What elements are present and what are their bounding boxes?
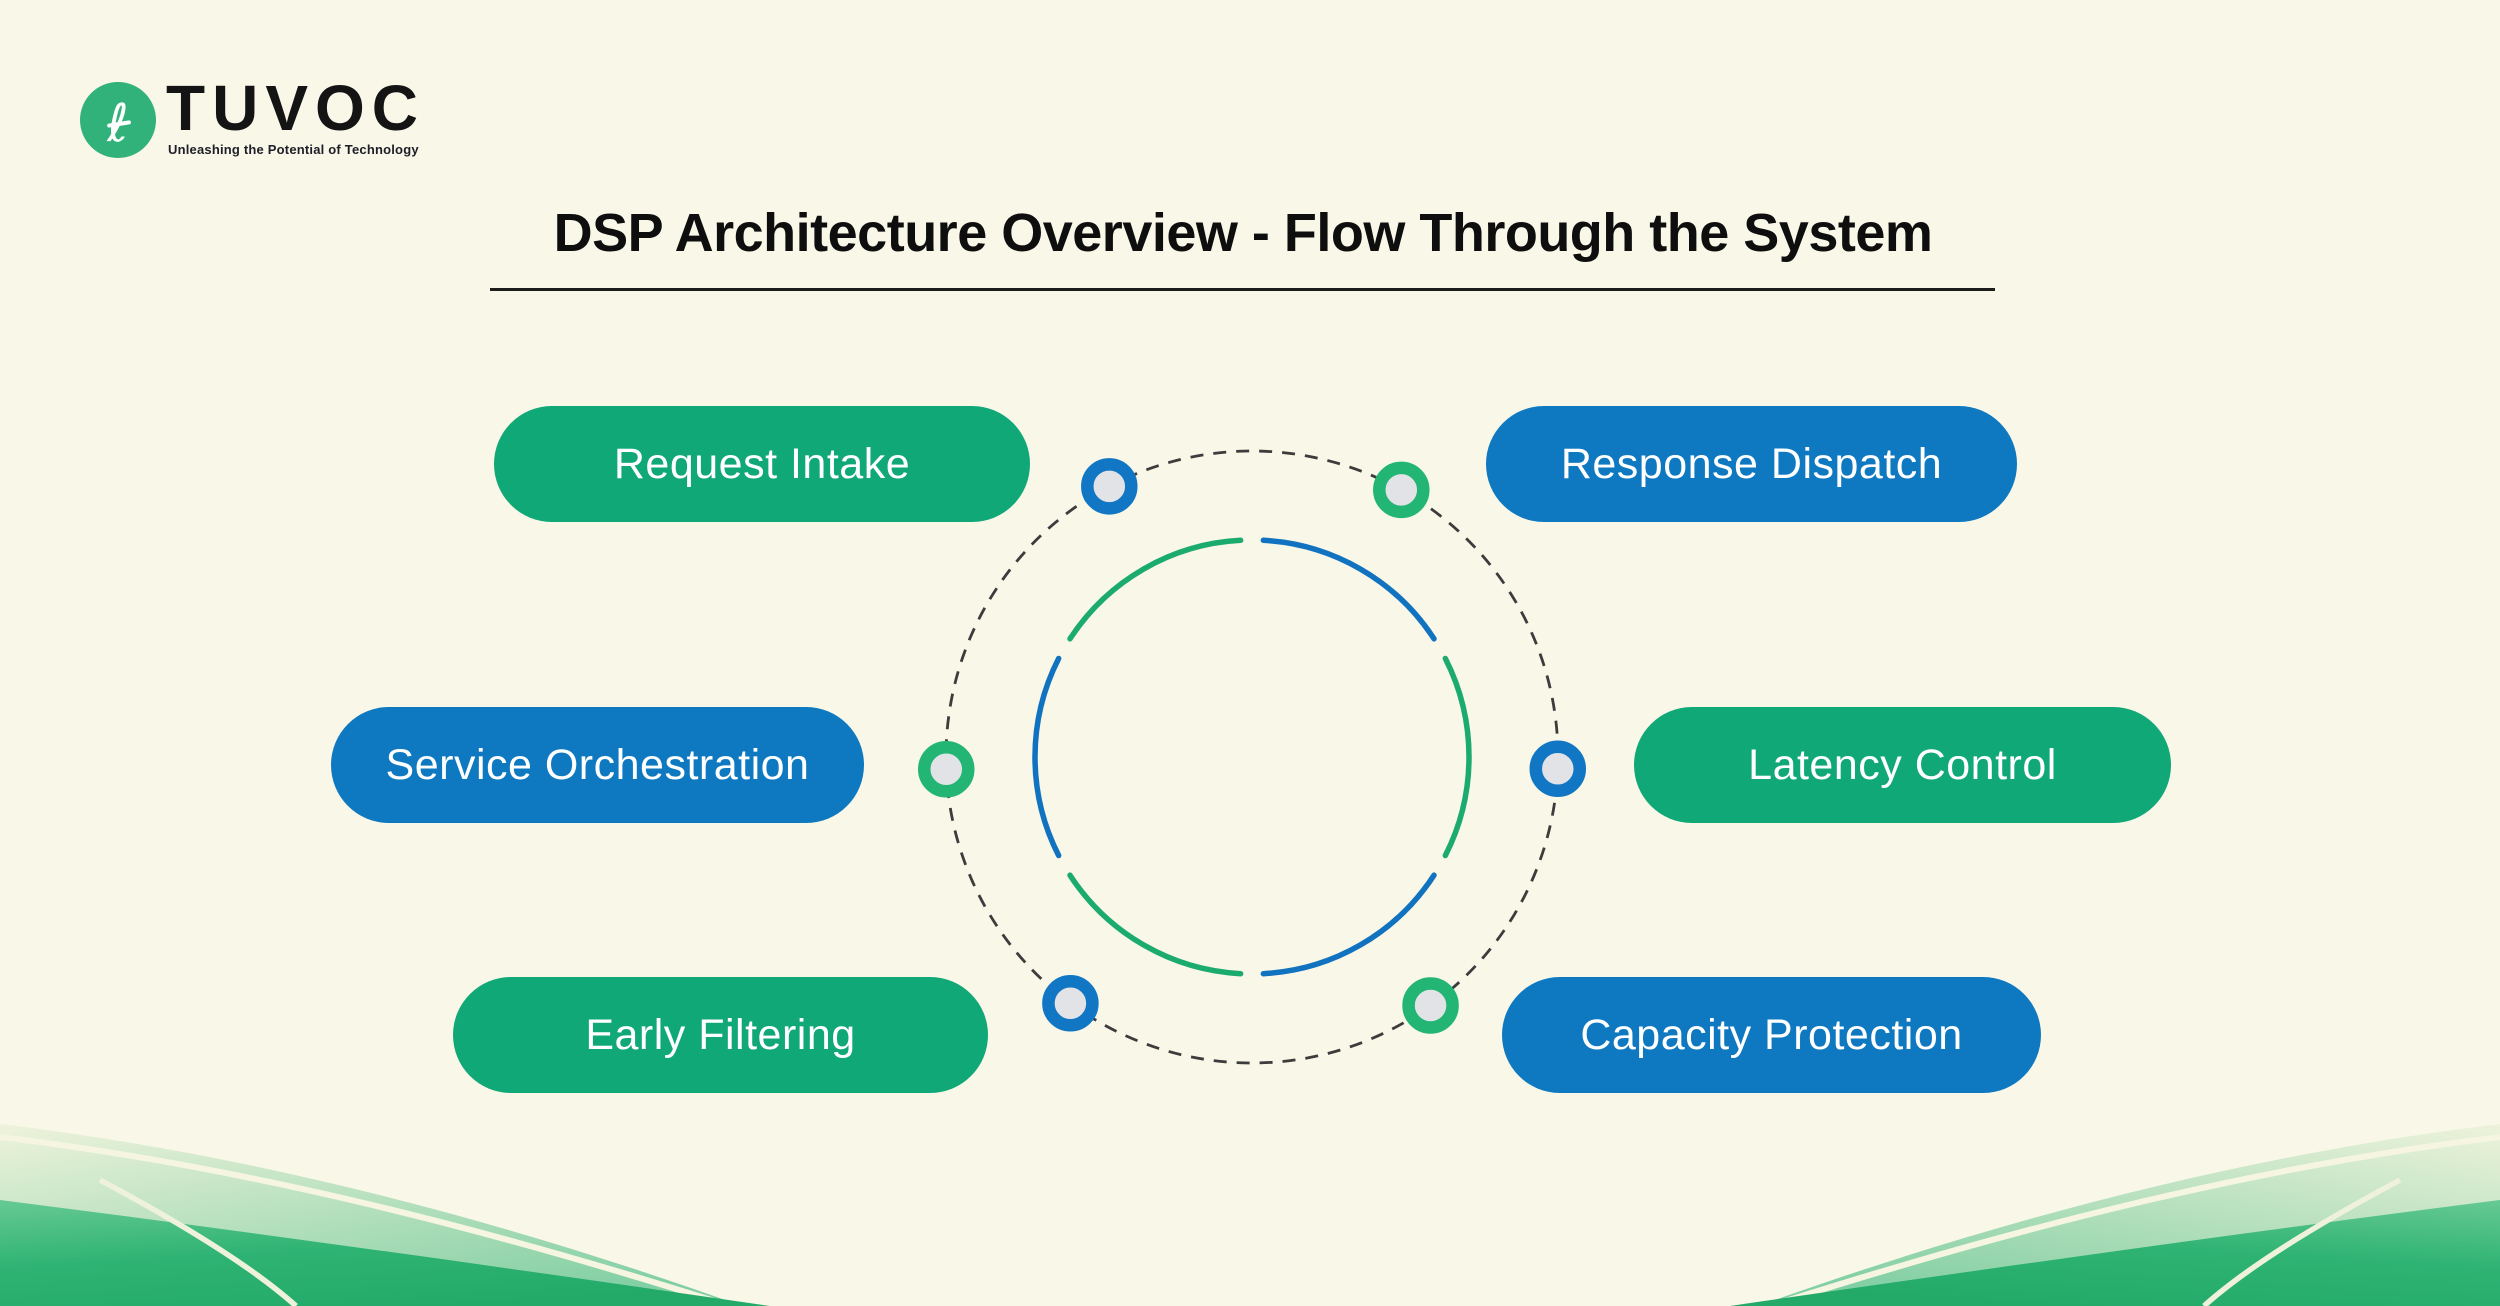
- dashed-orbit-ring: [944, 449, 1560, 1065]
- orbit-node-bottom-left: [1042, 975, 1099, 1032]
- inner-arc-right: [1442, 655, 1472, 859]
- pill-service-orchestration: Service Orchestration: [331, 707, 864, 823]
- pill-label: Capacity Protection: [1580, 1010, 1963, 1059]
- wave-decoration-left: [0, 1124, 770, 1306]
- title-underline: [490, 288, 1995, 291]
- inner-arc-top-left: [1067, 537, 1244, 642]
- brand-tagline: Unleashing the Potential of Technology: [168, 142, 419, 157]
- pill-label: Request Intake: [613, 439, 911, 488]
- brand-name: TUVOC: [166, 72, 425, 144]
- pill-label: Latency Control: [1748, 740, 2057, 789]
- orbit-node-top-left: [1081, 458, 1138, 515]
- pill-request-intake: Request Intake: [494, 406, 1030, 522]
- tuvoc-logo-icon: ℓ: [80, 82, 156, 158]
- orbit-node-right: [1529, 740, 1587, 797]
- pill-label: Early Filtering: [585, 1010, 856, 1059]
- pill-latency-control: Latency Control: [1634, 707, 2171, 823]
- wave-decoration-right: [1730, 1124, 2500, 1306]
- pill-capacity-protection: Capacity Protection: [1502, 977, 2041, 1093]
- inner-arc-bottom-left: [1067, 872, 1244, 977]
- page-title: DSP Architecture Overview - Flow Through…: [553, 203, 1933, 263]
- flow-circle-diagram: [918, 449, 1587, 1065]
- inner-arc-left: [1032, 655, 1062, 859]
- orbit-node-bottom-right: [1402, 977, 1459, 1034]
- inner-arc-bottom-right: [1260, 872, 1437, 977]
- orbit-node-top-right: [1373, 461, 1430, 519]
- pill-label: Service Orchestration: [385, 740, 810, 789]
- pill-label: Response Dispatch: [1560, 439, 1943, 488]
- orbit-node-left: [918, 741, 975, 798]
- pill-early-filtering: Early Filtering: [453, 977, 988, 1093]
- pill-response-dispatch: Response Dispatch: [1486, 406, 2017, 522]
- inner-arc-top-right: [1260, 537, 1437, 642]
